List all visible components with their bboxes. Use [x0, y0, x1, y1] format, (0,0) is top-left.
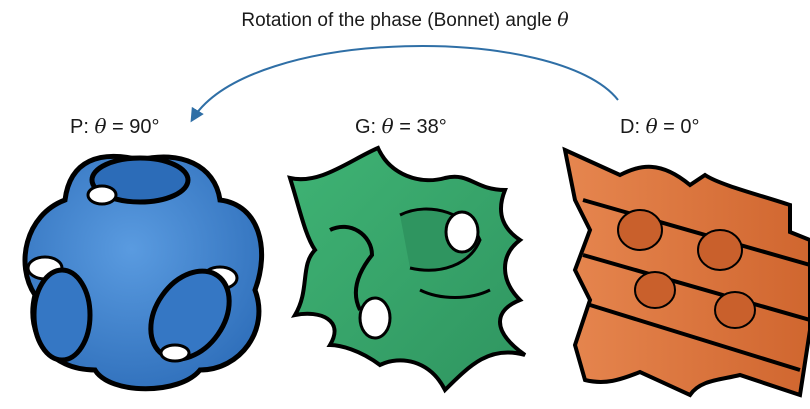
rotation-arrow [190, 45, 619, 123]
p-left-tube [31, 267, 93, 363]
label-d-theta: θ [646, 114, 658, 138]
p-hole-bottom [159, 343, 191, 363]
d-sheet-1 [582, 198, 810, 267]
g-fold-lower [419, 288, 491, 299]
g-surface [287, 145, 527, 394]
label-d-value: = 0° [658, 116, 700, 138]
p-hole-top [86, 184, 118, 206]
label-p-theta: θ [94, 114, 106, 138]
label-p: P: θ = 90° [70, 114, 160, 138]
caption: Rotation of the phase (Bonnet) angle θ [241, 9, 569, 31]
label-p-value: = 90° [107, 116, 160, 138]
label-g-prefix: G: [355, 116, 382, 138]
d-surface [562, 146, 810, 398]
label-p-prefix: P: [70, 116, 94, 138]
g-body [287, 145, 527, 394]
label-g-theta: θ [382, 114, 394, 138]
caption-theta: θ [557, 9, 569, 31]
g-hole-lower [358, 296, 392, 340]
d-body [562, 146, 810, 398]
label-g-value: = 38° [394, 116, 447, 138]
p-surface [22, 153, 264, 392]
g-hole-upper [444, 210, 480, 254]
label-g: G: θ = 38° [355, 114, 447, 138]
d-saddle-4 [714, 291, 756, 329]
label-d: D: θ = 0° [620, 114, 700, 138]
d-saddle-1 [617, 209, 663, 251]
d-saddle-3 [634, 271, 676, 309]
d-sheet-3 [589, 303, 801, 372]
d-sheet-2 [582, 253, 810, 322]
caption-text: Rotation of the phase (Bonnet) angle [241, 10, 557, 31]
g-fold-left [329, 224, 375, 311]
d-saddle-2 [697, 229, 743, 271]
label-d-prefix: D: [620, 116, 646, 138]
